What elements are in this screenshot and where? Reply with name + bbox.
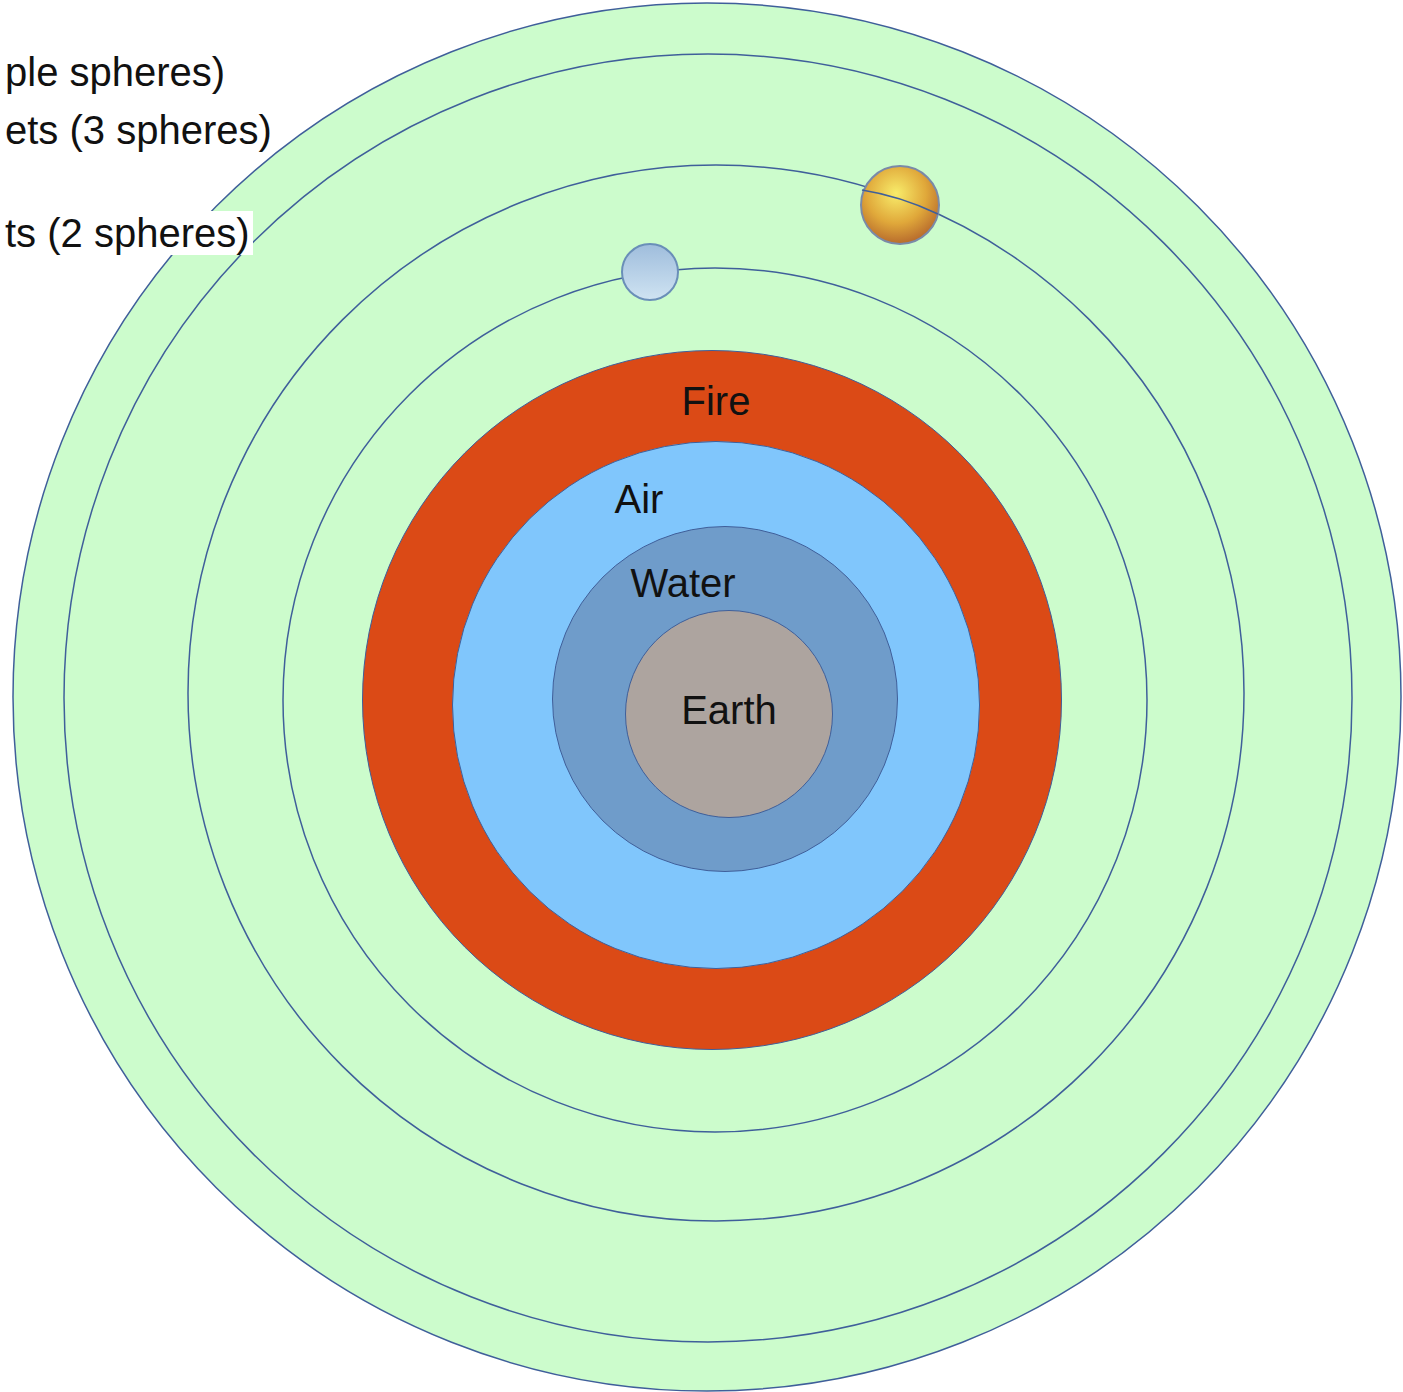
orbit-sphere [64,54,1352,1342]
orbit-sphere [283,268,1147,1132]
element-sphere: AirWaterEarth [452,441,980,969]
sphere-label: Fire [682,379,751,423]
label-list: ple spheres) ets (3 spheres) ts (2 spheres… [2,0,275,255]
sphere-label: Water [630,561,735,605]
sphere-group-label: ple spheres) [2,50,228,94]
element-sphere: Earth [625,610,833,818]
orbit-sphere [188,165,1244,1221]
sphere-label: Earth [681,688,777,732]
sphere-label: Air [615,477,664,521]
element-sphere: WaterEarth [552,526,898,872]
element-sphere: FireAirWaterEarth [362,350,1062,1050]
sphere-group-label: ts (2 spheres) [2,211,253,255]
sphere-group-label: ets (3 spheres) [2,108,275,152]
planet [622,244,678,300]
planet [861,166,939,244]
orbit-sphere [862,190,938,214]
